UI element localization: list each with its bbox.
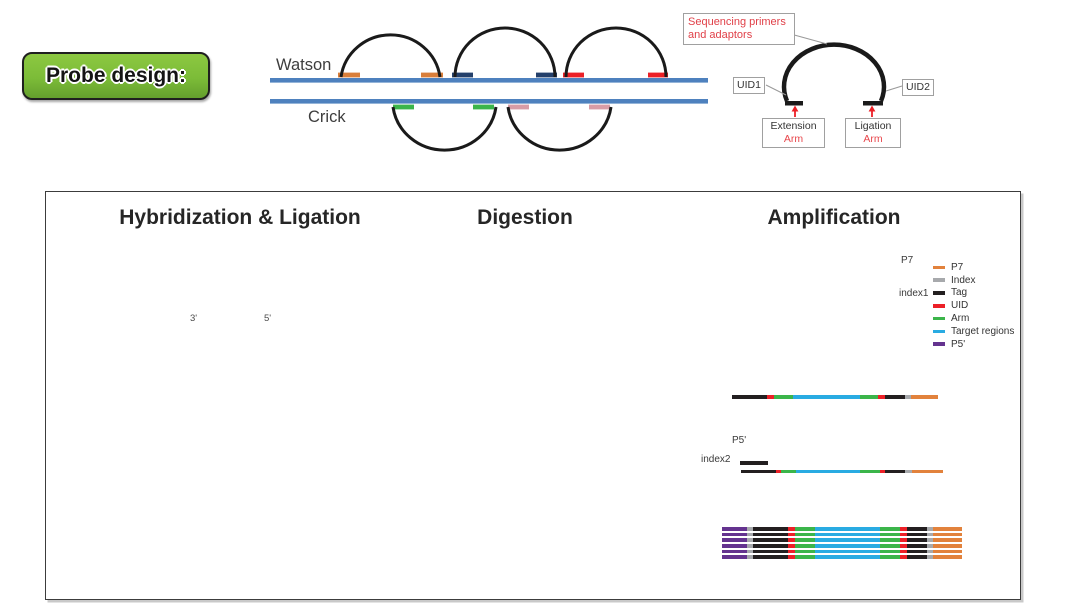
ligation-arm-line1: Ligation <box>854 120 892 132</box>
legend-label: P5' <box>951 338 966 350</box>
watson-strand-label: Watson <box>276 56 332 74</box>
final-product-strand <box>722 532 962 537</box>
uid1-label: UID1 <box>733 77 765 94</box>
legend-item: P5' <box>933 338 1014 351</box>
final-product-strand <box>722 549 962 554</box>
final-product-strand <box>722 527 962 531</box>
watson-crick-strands <box>270 78 708 104</box>
legend-swatch-p5 <box>933 342 945 346</box>
legend-swatch-arm <box>933 316 945 321</box>
legend-item: Arm <box>933 312 1014 325</box>
final-product-strand <box>722 555 962 560</box>
ligation-arm-line2: Arm <box>863 133 883 146</box>
legend-item: P7 <box>933 261 1014 274</box>
section-title-digestion: Digestion <box>477 206 573 229</box>
crick-probes <box>391 104 613 152</box>
legend-swatch-tag <box>933 291 945 295</box>
three-prime-label: 3' <box>190 313 198 324</box>
watson-probes <box>338 26 668 78</box>
legend-label: UID <box>951 300 969 312</box>
crick-strand-label: Crick <box>308 108 346 126</box>
legend: P7 Index Tag UID Arm Target regions P5' <box>933 261 1014 351</box>
probe-design-badge: Probe design: <box>22 52 210 100</box>
p5-label: P5' <box>732 435 747 446</box>
final-product-strand <box>722 538 962 542</box>
five-prime-label: 5' <box>264 313 272 324</box>
section-title-amplification: Amplification <box>767 206 901 229</box>
final-product-stack <box>722 527 962 560</box>
uid2-label: UID2 <box>902 79 934 96</box>
legend-label: P7 <box>951 261 964 273</box>
extension-arm-line2: Arm <box>783 133 804 146</box>
template-amplicon-strand <box>741 469 943 474</box>
legend-item: Tag <box>933 287 1014 300</box>
index2-primer-segment <box>740 461 768 465</box>
legend-swatch-uid <box>933 303 945 308</box>
p7-label: P7 <box>901 255 914 266</box>
extension-arm-arrow-icon <box>791 105 799 117</box>
legend-label: Tag <box>951 287 968 299</box>
legend-item: UID <box>933 299 1014 312</box>
index2-label: index2 <box>701 454 731 465</box>
ligation-arm-arrow-icon <box>868 105 876 117</box>
extension-arm-line1: Extension <box>770 120 817 132</box>
legend-swatch-target <box>933 329 945 334</box>
final-product-strand <box>722 544 962 548</box>
extension-arm-label: Extension Arm <box>762 118 825 149</box>
probe-structure <box>765 32 903 117</box>
legend-swatch-p7 <box>933 265 945 270</box>
section-title-hybridization: Hybridization & Ligation <box>119 206 361 229</box>
ligation-arm-label: Ligation Arm <box>845 118 901 149</box>
legend-label: Index <box>951 274 976 286</box>
legend-label: Target regions <box>951 325 1015 337</box>
legend-item: Index <box>933 274 1014 287</box>
legend-label: Arm <box>951 313 970 325</box>
sequencing-primers-callout: Sequencing primers and adaptors <box>683 13 795 46</box>
linear-amplicon-strand <box>732 395 938 399</box>
legend-swatch-index <box>933 278 945 282</box>
legend-item: Target regions <box>933 325 1014 338</box>
index1-label: index1 <box>899 288 929 299</box>
